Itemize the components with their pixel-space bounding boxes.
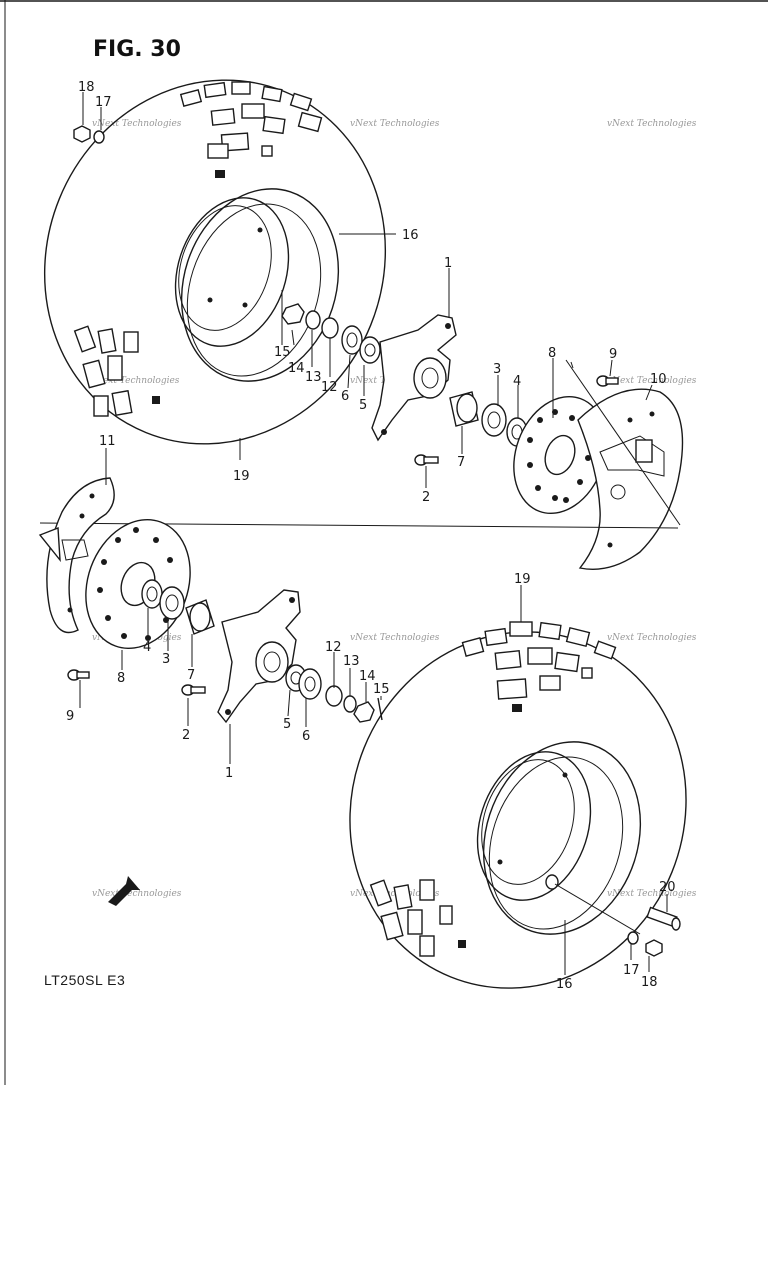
callout-17: 17: [95, 95, 112, 110]
callout-19: 19: [233, 469, 250, 484]
callout-12: 12: [321, 380, 338, 395]
callout-15: 15: [373, 682, 390, 697]
callout-14: 14: [359, 669, 376, 684]
washer-17-upper: [93, 130, 105, 144]
callout-18: 18: [641, 975, 658, 990]
watermark: vNext Technologies: [90, 376, 180, 386]
watermark: vNext Technologies: [607, 889, 697, 899]
callout-19: 19: [514, 572, 531, 587]
callout-2: 2: [182, 728, 190, 743]
axis-line-upper: [565, 359, 681, 526]
watermark: vNext Technologies: [350, 633, 440, 643]
callout-3: 3: [162, 652, 170, 667]
spacer-12-lower: [325, 685, 343, 707]
callout-7: 7: [187, 668, 195, 683]
callout-13: 13: [305, 370, 322, 385]
callout-8: 8: [548, 346, 556, 361]
upper-rim: [174, 188, 340, 382]
valve-20-lower: [646, 906, 681, 931]
cotter-pin-15-lower: [377, 697, 383, 721]
callout-8: 8: [117, 671, 125, 686]
valve-axis-line: [554, 883, 641, 935]
callout-10: 10: [650, 372, 667, 387]
watermark: vNext Technologies: [607, 376, 697, 386]
watermark: vNext Technologies: [607, 633, 697, 643]
callout-labels: 18 17 16 1 15 14 13 12 6 5 3 4 8 9 10 7 …: [66, 80, 676, 992]
watermark: vNext Technologies: [350, 119, 440, 129]
callout-5: 5: [283, 717, 291, 732]
bolt-2-upper: [414, 454, 439, 466]
callout-20: 20: [659, 880, 676, 895]
callout-3: 3: [493, 362, 501, 377]
callout-1: 1: [225, 766, 233, 781]
bearing-3-lower: [159, 586, 185, 620]
seal-4-lower: [141, 579, 163, 609]
fwd-arrow-icon: [108, 876, 140, 906]
callout-7: 7: [457, 455, 465, 470]
bearing-3-upper: [481, 403, 507, 437]
bearing-5-upper: [359, 336, 381, 364]
watermark: vNext Technologies: [92, 889, 182, 899]
callout-17: 17: [623, 963, 640, 978]
brake-disc-8-lower: [85, 518, 191, 650]
watermark: vNext Technologies: [607, 119, 697, 129]
castle-nut-14-lower: [353, 701, 375, 723]
washer-13-lower: [343, 695, 357, 713]
callout-9: 9: [609, 347, 617, 362]
oil-seal-6-upper: [341, 325, 363, 355]
callout-2: 2: [422, 490, 430, 505]
callout-16: 16: [402, 228, 419, 243]
spacer-12-upper: [321, 317, 339, 339]
nut-18-upper: [73, 125, 91, 143]
model-code: LT250SL E3: [44, 972, 125, 988]
oil-seal-6-lower: [298, 668, 322, 700]
washer-17-lower: [627, 931, 639, 945]
callout-15: 15: [274, 345, 291, 360]
figure-title: FIG. 30: [93, 37, 181, 62]
watermark: vNext Technologies: [92, 119, 182, 129]
washer-13-upper: [305, 310, 321, 330]
callout-14: 14: [288, 361, 305, 376]
bolt-9-lower: [67, 669, 90, 681]
callout-1: 1: [444, 256, 452, 271]
callout-11: 11: [99, 434, 116, 449]
lower-leader-lines: [79, 448, 668, 975]
nut-18-lower: [645, 939, 663, 957]
disc-cover-11-lower: [38, 477, 115, 634]
disc-cover-10-upper: [577, 388, 684, 570]
callout-18: 18: [78, 80, 95, 95]
castle-nut-14-upper: [281, 303, 305, 325]
callout-5: 5: [359, 398, 367, 413]
callout-6: 6: [302, 729, 310, 744]
bolt-2-lower: [181, 684, 206, 696]
callout-9: 9: [66, 709, 74, 724]
callout-4: 4: [513, 374, 521, 389]
callout-6: 6: [341, 389, 349, 404]
lower-tire: [349, 621, 687, 989]
callout-4: 4: [143, 640, 151, 655]
callout-16: 16: [556, 977, 573, 992]
bolt-9-upper: [596, 375, 619, 387]
upper-tire: [43, 79, 387, 445]
callout-13: 13: [343, 654, 360, 669]
callout-12: 12: [325, 640, 342, 655]
upper-leader-lines: [82, 92, 653, 488]
lower-rim: [476, 741, 642, 935]
